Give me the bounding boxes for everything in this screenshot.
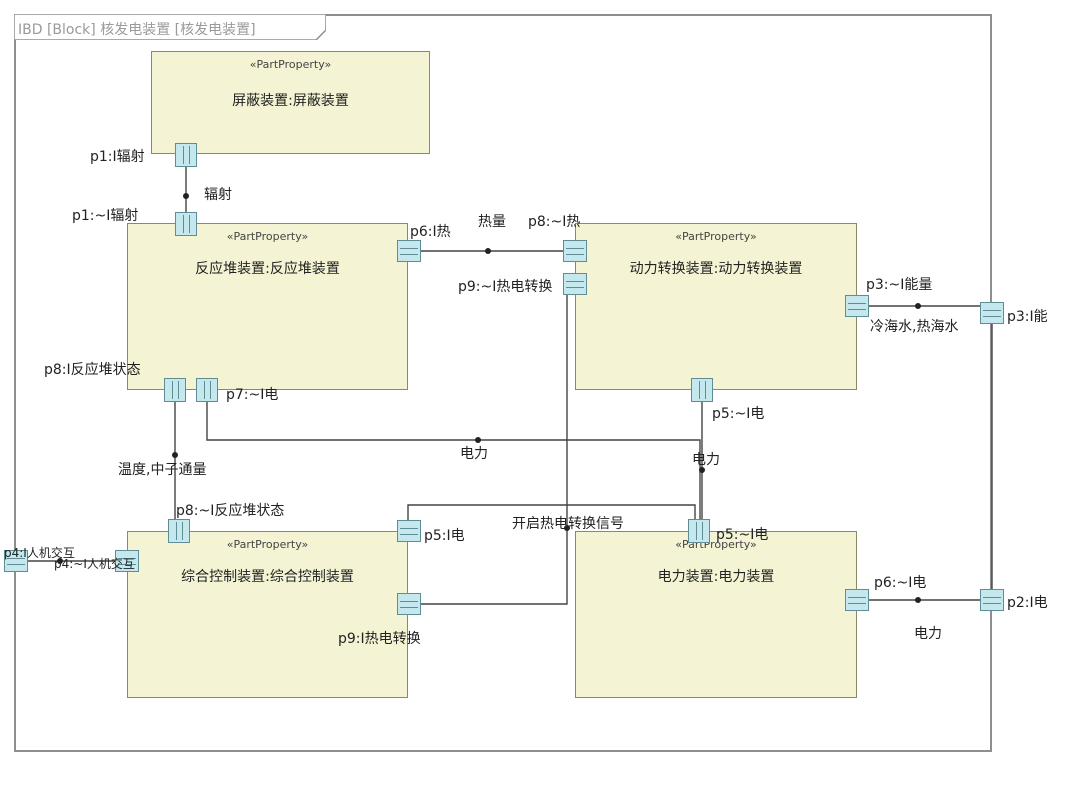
power-p3-port[interactable]: [845, 295, 869, 317]
electric-p5-label: p5:~I电: [716, 527, 769, 543]
shield-p1-label: p1:I辐射: [90, 149, 145, 165]
reactor-name: 反应堆装置:反应堆装置: [195, 261, 340, 277]
power-p5-label: p5:~I电: [712, 406, 765, 422]
frame-p4-label: p4:I人机交互: [4, 546, 75, 560]
control-p9-port[interactable]: [397, 593, 421, 615]
reactor-p6-label: p6:I热: [410, 224, 451, 240]
control-p4-port[interactable]: [115, 550, 139, 572]
control-p9-label: p9:I热电转换: [338, 631, 421, 647]
control-p5-label: p5:I电: [424, 528, 465, 544]
frame-p3-port[interactable]: [980, 302, 1004, 324]
control-p8-label: p8:~I反应堆状态: [176, 503, 285, 519]
control-part[interactable]: «PartProperty» 综合控制装置:综合控制装置: [127, 531, 408, 698]
power-output-flow-label: 电力: [914, 626, 942, 642]
control-p4-label: p4:~I人机交互: [54, 557, 135, 571]
electric-name: 电力装置:电力装置: [657, 569, 775, 585]
electric-p5-port[interactable]: [688, 519, 710, 543]
reactor-p7-label: p7:~I电: [226, 387, 279, 403]
radiation-flow-label: 辐射: [204, 187, 232, 203]
frame-p2-label: p2:I电: [1007, 595, 1048, 611]
power-to-reactor-connector[interactable]: [206, 402, 701, 523]
shield-part[interactable]: «PartProperty» 屏蔽装置:屏蔽装置: [151, 51, 430, 154]
power-flow-label-a: 电力: [460, 446, 488, 462]
power-conversion-name: 动力转换装置:动力转换装置: [629, 261, 803, 277]
shield-p1-port[interactable]: [175, 143, 197, 167]
reactor-part[interactable]: «PartProperty» 反应堆装置:反应堆装置: [127, 223, 408, 390]
reactor-p1-port[interactable]: [175, 212, 197, 236]
power-p9-label: p9:~I热电转换: [458, 279, 553, 295]
control-stereotype: «PartProperty»: [226, 538, 309, 551]
power-conversion-stereotype: «PartProperty»: [675, 230, 757, 243]
power-p3-label: p3:~I能量: [866, 277, 933, 293]
reactor-stereotype: «PartProperty»: [226, 230, 309, 243]
power-p5-port[interactable]: [691, 378, 713, 402]
heat-flow-label: 热量: [478, 214, 506, 230]
electric-p6-port[interactable]: [845, 589, 869, 611]
frame-p2-port[interactable]: [980, 589, 1004, 611]
reactor-p8-label: p8:I反应堆状态: [44, 362, 141, 378]
control-p8-port[interactable]: [168, 519, 190, 543]
electric-part[interactable]: «PartProperty» 电力装置:电力装置: [575, 531, 857, 698]
power-p9-port[interactable]: [563, 273, 587, 295]
reactor-p1-label: p1:~I辐射: [72, 208, 139, 224]
control-name: 综合控制装置:综合控制装置: [181, 569, 354, 585]
power-flow-label-b: 电力: [692, 452, 720, 468]
frame-p4-port[interactable]: [4, 550, 28, 572]
control-p5-port[interactable]: [397, 520, 421, 542]
reactor-p6-port[interactable]: [397, 240, 421, 262]
shield-name: 屏蔽装置:屏蔽装置: [232, 93, 349, 109]
power-conversion-part[interactable]: «PartProperty» 动力转换装置:动力转换装置: [575, 223, 857, 390]
conversion-signal-connector[interactable]: [421, 283, 575, 605]
frame-title-tab: [14, 14, 326, 40]
seawater-flow-label: 冷海水,热海水: [870, 319, 959, 335]
power-p8-label: p8:~I热: [528, 214, 581, 230]
conversion-signal-flow-label: 开启热电转换信号: [512, 516, 624, 532]
temp-neutron-flow-label: 温度,中子通量: [118, 462, 207, 478]
shield-stereotype: «PartProperty»: [249, 58, 332, 71]
electric-p6-label: p6:~I电: [874, 575, 927, 591]
frame-title: IBD [Block] 核发电装置 [核发电装置]: [18, 22, 256, 38]
reactor-p8-port[interactable]: [164, 378, 186, 402]
reactor-p7-port[interactable]: [196, 378, 218, 402]
power-p8-port[interactable]: [563, 240, 587, 262]
frame-p3-label: p3:I能: [1007, 309, 1048, 325]
